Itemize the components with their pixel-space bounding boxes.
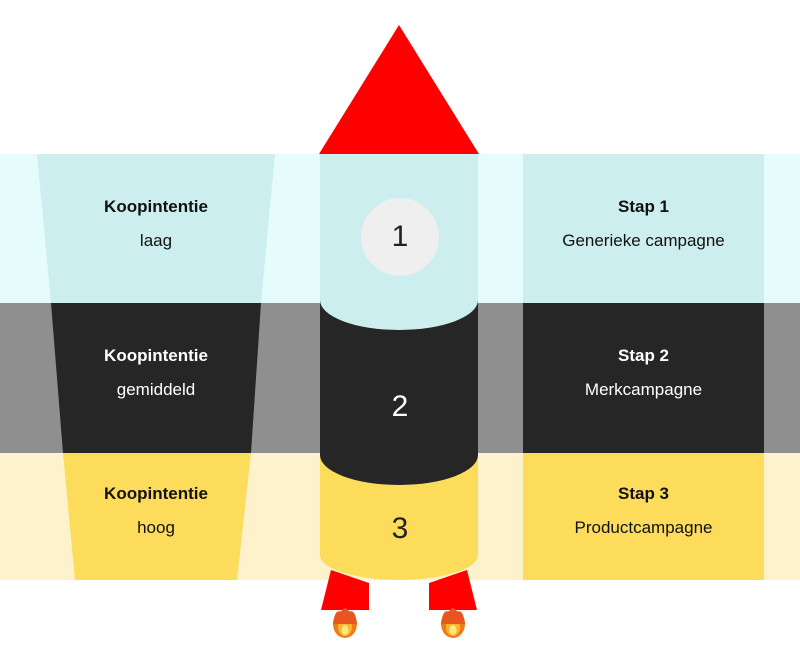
rocket-fin-right: [429, 570, 477, 610]
step-label-1-value: Generieke campagne: [562, 231, 725, 250]
number-circle-1: [361, 198, 439, 276]
funnel-label-2: Koopintentie gemiddeld: [56, 347, 256, 398]
flame-icon: [441, 608, 465, 638]
step-label-1-title: Stap 1: [617, 197, 670, 216]
funnel-label-3: Koopintentie hoog: [56, 485, 256, 536]
funnel-label-2-value: gemiddeld: [116, 380, 196, 399]
step-label-2: Stap 2 Merkcampagne: [523, 347, 764, 398]
rocket-body-section-2: [320, 290, 478, 485]
funnel-label-3-value: hoog: [137, 518, 175, 537]
funnel-label-3-title: Koopintentie: [104, 484, 208, 503]
funnel-label-2-title: Koopintentie: [104, 346, 208, 365]
step-label-3-title: Stap 3: [617, 484, 670, 503]
step-box-1: [523, 154, 764, 303]
rocket-number-2: 2: [391, 390, 409, 423]
funnel-label-1-title: Koopintentie: [104, 197, 208, 216]
step-label-1: Stap 1 Generieke campagne: [523, 198, 764, 249]
rocket-number-3: 3: [391, 512, 409, 545]
step-label-3-value: Productcampagne: [574, 518, 713, 537]
rocket-number-1: 1: [391, 220, 409, 253]
funnel-segment-2: [51, 303, 261, 453]
funnel-segment-1: [37, 154, 275, 303]
funnel-label-1: Koopintentie laag: [56, 198, 256, 249]
step-box-2: [523, 303, 764, 453]
rocket-fin-left: [321, 570, 369, 610]
step-label-3: Stap 3 Productcampagne: [523, 485, 764, 536]
rocket-nose-cone: [319, 25, 479, 154]
step-box-3: [523, 453, 764, 580]
funnel-segment-3: [63, 453, 251, 580]
step-label-2-title: Stap 2: [617, 346, 670, 365]
step-label-2-value: Merkcampagne: [584, 380, 703, 399]
funnel-label-1-value: laag: [139, 231, 173, 250]
flame-icon: [333, 608, 357, 638]
